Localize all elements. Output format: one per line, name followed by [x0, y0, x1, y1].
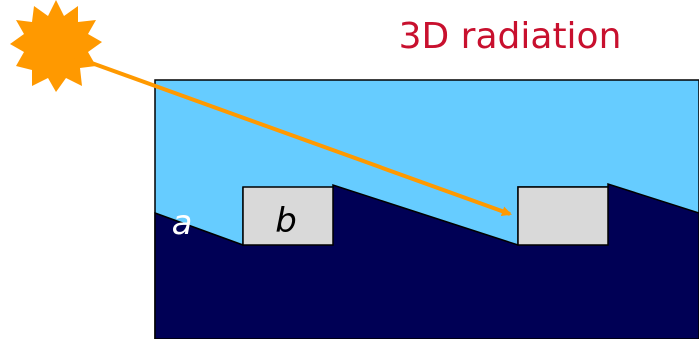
diagram-title: 3D radiation	[399, 16, 622, 57]
label-b: b	[275, 201, 297, 241]
sun-icon	[10, 0, 102, 92]
box-target	[518, 187, 608, 245]
label-a: a	[172, 203, 193, 243]
